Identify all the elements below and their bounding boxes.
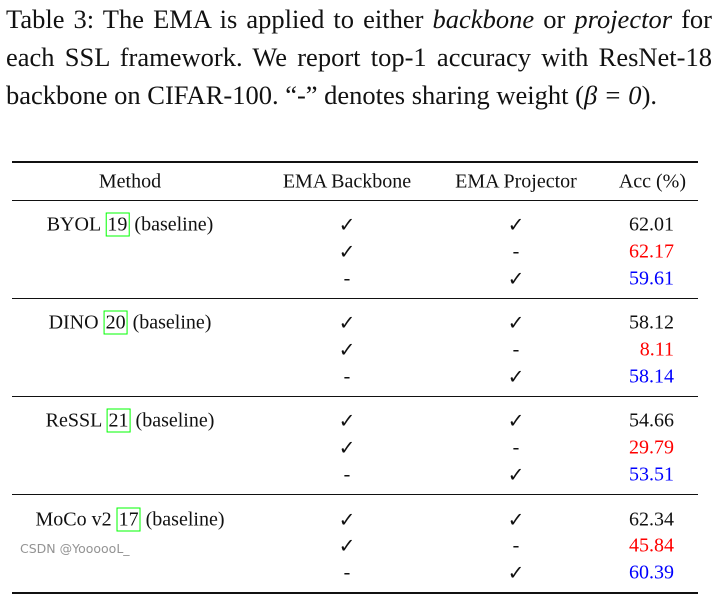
results-table: Method EMA Backbone EMA Projector Acc (%… [12,161,698,594]
ema-backbone-cell: ✓ [338,437,356,460]
ema-projector-cell: ✓ [507,214,525,237]
watermark: CSDN @YoooooL_ [20,541,130,556]
method-group: BYOL 19 (baseline) ✓ ✓ 62.01 ✓ - 62.17 - ✓ 59.61 [12,201,698,298]
group-rule [12,298,698,300]
table-caption: Table 3: The EMA is applied to either ba… [6,4,713,111]
ema-projector-cell: ✓ [507,509,525,532]
table-header: Method EMA Backbone EMA Projector Acc (%… [12,163,698,200]
ema-projector-cell: - [512,338,520,361]
accuracy-cell: 59.61 [629,267,674,290]
method-name: BYOL 19 (baseline) [46,212,214,237]
table-row: - ✓ 59.61 [12,265,698,292]
accuracy-cell: 53.51 [629,463,674,486]
ema-projector-cell: ✓ [507,562,525,585]
table-row: DINO 20 (baseline) ✓ ✓ 58.12 [12,310,698,337]
header-ema-backbone: EMA Backbone [282,170,412,192]
table-row: - ✓ 58.14 [12,363,698,390]
ema-backbone-cell: - [343,463,351,486]
ema-projector-cell: ✓ [507,366,525,389]
ema-backbone-cell: ✓ [338,509,356,532]
citation-link[interactable]: 19 [105,212,130,237]
table-row: ✓ - 29.79 [12,435,698,462]
ema-backbone-cell: ✓ [338,214,356,237]
header-acc: Acc (%) [618,170,686,192]
ema-backbone-cell: - [343,365,351,388]
group-rule [12,200,698,201]
ema-backbone-cell: - [343,267,351,290]
method-name: DINO 20 (baseline) [48,310,212,335]
ema-projector-cell: - [512,436,520,459]
accuracy-cell: 58.12 [629,311,674,334]
ema-projector-cell: ✓ [507,464,525,487]
table-row: - ✓ 60.39 [12,560,698,587]
method-group: ReSSL 21 (baseline) ✓ ✓ 54.66 ✓ - 29.79 - ✓ 53.51 [12,397,698,494]
caption-label: Table 3: [6,4,95,34]
accuracy-cell: 8.11 [639,338,674,361]
header-ema-projector: EMA Projector [455,170,577,192]
ema-backbone-cell: ✓ [338,241,356,264]
citation-link[interactable]: 17 [116,507,141,532]
table-row: ✓ - 62.17 [12,239,698,266]
accuracy-cell: 54.66 [629,409,674,432]
table-row: ✓ - 8.11 [12,337,698,364]
ema-projector-cell: ✓ [507,268,525,291]
group-rule [12,396,698,398]
ema-projector-cell: - [512,534,520,557]
top-rule [12,161,698,163]
table-row: BYOL 19 (baseline) ✓ ✓ 62.01 [12,212,698,239]
ema-backbone-cell: ✓ [338,410,356,433]
group-rule [12,494,698,496]
accuracy-cell: 45.84 [629,534,674,557]
ema-projector-cell: - [512,240,520,263]
ema-projector-cell: ✓ [507,312,525,335]
table-row: MoCo v2 17 (baseline) ✓ ✓ 62.34 [12,506,698,533]
accuracy-cell: 58.14 [629,365,674,388]
accuracy-cell: 62.34 [629,508,674,531]
method-group: DINO 20 (baseline) ✓ ✓ 58.12 ✓ - 8.11 - ✓ 58.14 [12,299,698,396]
ema-backbone-cell: - [343,561,351,584]
method-name: MoCo v2 17 (baseline) [35,507,225,532]
accuracy-cell: 62.01 [629,213,674,236]
ema-backbone-cell: ✓ [338,535,356,558]
ema-backbone-cell: ✓ [338,312,356,335]
table-row: - ✓ 53.51 [12,462,698,489]
table-row: ✓ - 45.84 [12,533,698,560]
accuracy-cell: 29.79 [629,436,674,459]
table-row: ReSSL 21 (baseline) ✓ ✓ 54.66 [12,408,698,435]
ema-projector-cell: ✓ [507,410,525,433]
citation-link[interactable]: 21 [106,408,131,433]
accuracy-cell: 60.39 [629,561,674,584]
ema-backbone-cell: ✓ [338,339,356,362]
method-name: ReSSL 21 (baseline) [45,408,215,433]
header-method: Method [98,170,162,192]
citation-link[interactable]: 20 [103,310,128,335]
accuracy-cell: 62.17 [629,240,674,263]
